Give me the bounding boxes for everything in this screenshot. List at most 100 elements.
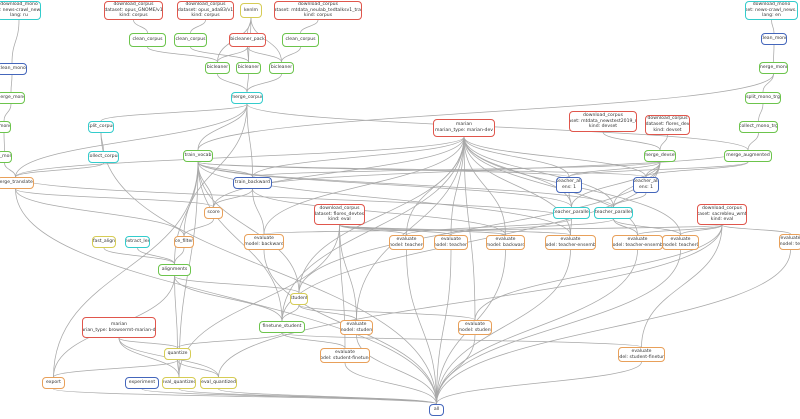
node-clean-mono-right[interactable]: clean_mono — [761, 33, 787, 45]
node-label-line: ce_filter — [174, 239, 194, 245]
node-label-line: student — [290, 296, 308, 302]
edge — [463, 136, 571, 236]
node-label-line: eval_quantized — [162, 380, 196, 386]
node-label-line: dataset: opus_GNOME/v1 — [104, 7, 163, 13]
edge — [197, 161, 253, 178]
node-kenlm[interactable]: kenlm — [240, 3, 262, 18]
node-label-line: clean_corpus — [175, 37, 206, 43]
node-quantize[interactable]: quantize — [164, 348, 191, 360]
node-student[interactable]: student — [290, 293, 308, 305]
edge — [613, 218, 638, 236]
edge — [246, 103, 253, 178]
node-merge-mono-right[interactable]: merge_mono — [759, 62, 788, 74]
node-clean-mono-left[interactable]: clean_mono — [0, 63, 27, 75]
edge — [568, 192, 572, 208]
node-teacher-parallel-1[interactable]: teacher_parallel — [553, 207, 590, 219]
edge — [281, 304, 300, 322]
node-score[interactable]: score — [204, 207, 223, 219]
node-merge-mono-left[interactable]: merge_mono — [0, 92, 25, 104]
edge — [10, 74, 13, 93]
node-bicleaner-1[interactable]: bicleaner — [205, 62, 230, 74]
node-split-mono-src[interactable]: split_mono_src — [0, 121, 11, 133]
edge — [641, 224, 723, 348]
edge — [197, 161, 614, 208]
edge — [436, 249, 638, 405]
node-label-line: model: teacher1 — [435, 242, 468, 248]
node-train-vocab[interactable]: train_vocab — [183, 150, 213, 162]
edge — [11, 19, 20, 64]
node-eval-quantized-2[interactable]: eval_quantized — [200, 377, 237, 389]
node-collect-mono-src[interactable]: collect_mono_src — [0, 151, 12, 163]
node-split-mono-trg[interactable]: split_mono_trg — [745, 92, 781, 104]
node-alignments[interactable]: alignments — [158, 264, 191, 276]
node-merge-corpus[interactable]: merge_corpus — [231, 92, 263, 104]
node-label-line: model: teacher0 — [389, 242, 424, 248]
node-collect-corpus[interactable]: collect_corpus — [88, 151, 119, 163]
edge — [15, 103, 248, 178]
node-download-mono-ru[interactable]: download_monodataset: news-crawl_news.20… — [0, 1, 41, 20]
edge — [174, 161, 199, 265]
node-eval-quantized-1[interactable]: eval_quantized — [162, 377, 196, 389]
node-merge-translated[interactable]: merge_translated — [0, 177, 34, 189]
node-label-line: clean_corpus — [132, 37, 163, 43]
node-label-line: model: student — [458, 327, 492, 333]
edge — [246, 73, 249, 93]
node-clean-corpus-1[interactable]: clean_corpus — [129, 33, 166, 47]
node-label-line: model: backward — [244, 242, 284, 247]
node-collect-mono-trg[interactable]: collect_mono_trg — [739, 121, 778, 133]
node-ce-filter[interactable]: ce_filter — [174, 236, 194, 248]
node-teacher-parallel-2[interactable]: teacher_parallel — [594, 207, 633, 219]
node-finetune-student[interactable]: finetune_student — [259, 321, 305, 333]
edge — [100, 132, 437, 405]
node-extract-lex[interactable]: extract_lex — [125, 236, 150, 248]
edge — [217, 73, 248, 93]
node-download-mono-en[interactable]: download_monodataset: news-crawl_news.20… — [745, 1, 798, 20]
node-split-corpus[interactable]: split_corpus — [88, 121, 114, 133]
node-label-line: evaluate — [465, 321, 485, 327]
node-experiment[interactable]: experiment — [125, 377, 159, 389]
edge — [197, 161, 647, 178]
node-bicleaner-3[interactable]: bicleaner — [269, 62, 294, 74]
node-clean-corpus-3[interactable]: clean_corpus — [282, 33, 319, 47]
node-bicleaner-pack[interactable]: bicleaner_pack — [229, 33, 266, 47]
node-export[interactable]: export — [42, 377, 65, 389]
edge — [213, 188, 253, 208]
edge — [217, 46, 248, 63]
node-label-line: ens: 1 — [561, 185, 577, 190]
node-clean-corpus-2[interactable]: clean_corpus — [174, 33, 207, 47]
edge — [15, 188, 185, 237]
node-merge-augmented[interactable]: merge_augmented — [724, 150, 772, 162]
node-train-backward[interactable]: train_backward — [233, 177, 272, 189]
node-merge-devset[interactable]: merge_devset — [644, 150, 676, 162]
node-label-line: dataset: opus_ada83/v1 — [177, 7, 234, 13]
node-all[interactable]: all — [429, 404, 444, 416]
node-label-line: experiment — [128, 380, 156, 386]
node-bicleaner-2[interactable]: bicleaner — [236, 62, 261, 74]
edge — [174, 275, 300, 294]
edge — [450, 136, 465, 236]
node-fast-align[interactable]: fast_align — [92, 236, 116, 248]
